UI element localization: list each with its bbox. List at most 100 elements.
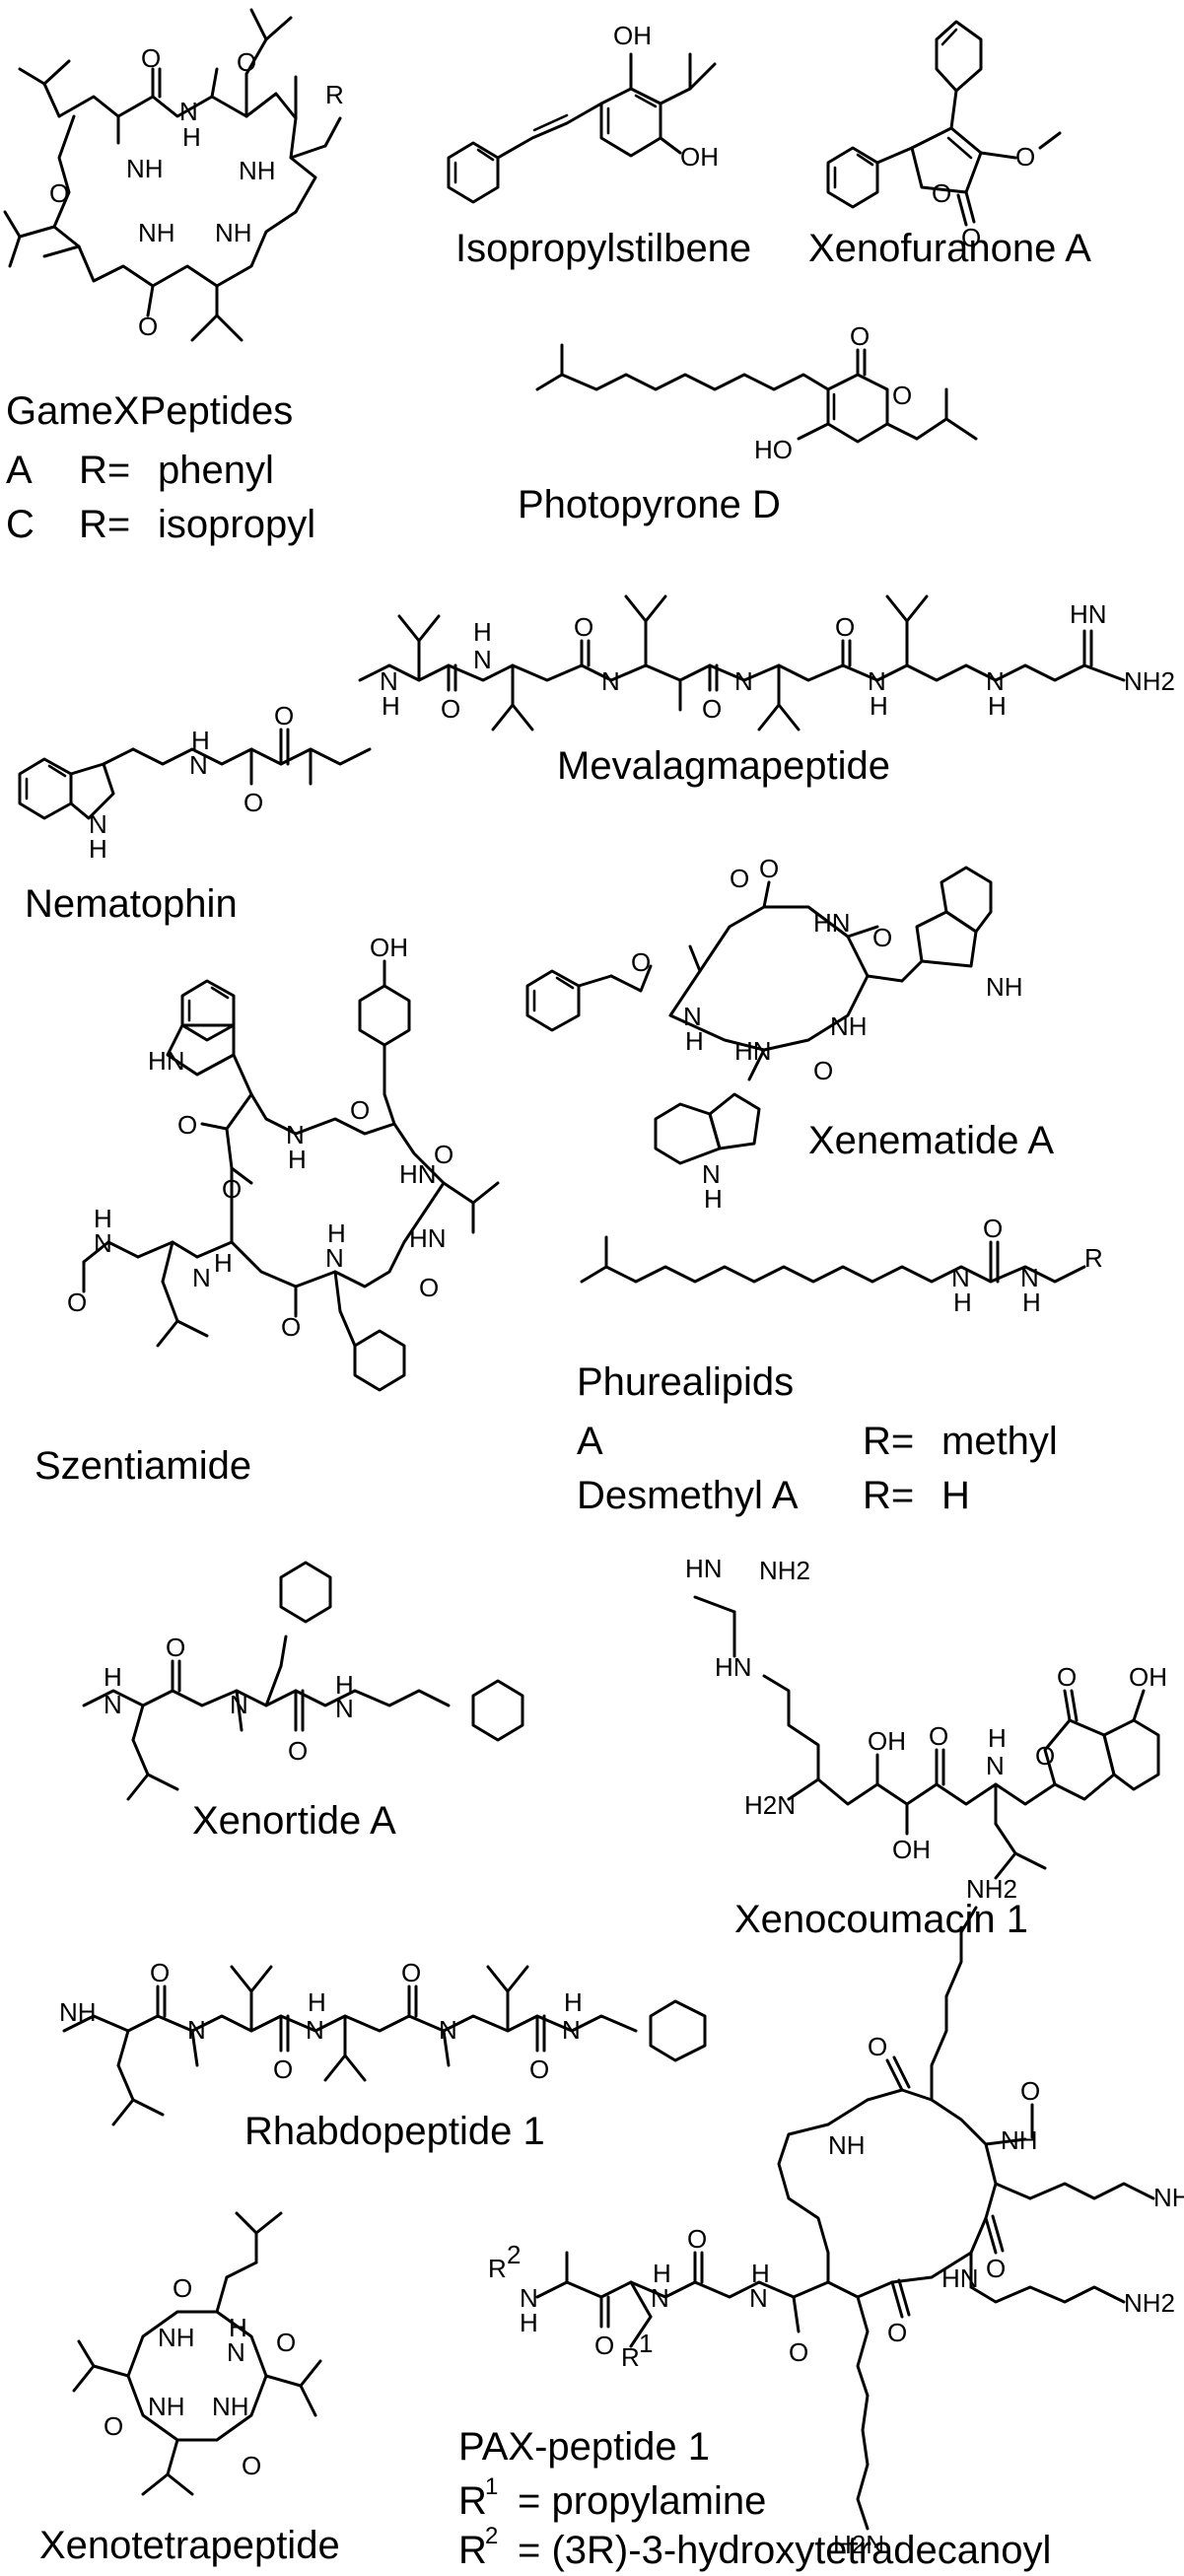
atom-o: O <box>872 923 892 952</box>
gamexpeptides-variant-letter: A <box>6 449 33 492</box>
phurealipids-variant-r: R= <box>863 1420 914 1463</box>
atom-nh: NH <box>148 2392 185 2421</box>
atom-o: O <box>1035 1741 1055 1771</box>
atom-o: O <box>631 947 651 977</box>
atom-o: O <box>850 321 870 351</box>
atom-h: H <box>229 2313 247 2342</box>
atom-h: H <box>214 1248 233 1278</box>
xenocoumacin-label: Xenocoumacin 1 <box>734 1898 1028 1941</box>
atom-nh: NH <box>1001 2125 1038 2155</box>
atom-h: H <box>564 1987 583 2017</box>
atom-n: N <box>683 1002 702 1031</box>
mevalagmapeptide-structure: N H O H N O N O N O N H N H HN NH2 <box>358 594 1175 731</box>
atom-h: H <box>382 691 400 721</box>
atom-o: O <box>789 2337 808 2367</box>
atom-n: N <box>520 2283 538 2313</box>
atom-o: O <box>529 2054 549 2084</box>
atom-nh2: NH2 <box>1124 666 1175 696</box>
atom-o: O <box>141 43 161 73</box>
atom-nh: NH <box>212 2392 249 2421</box>
atom-o: O <box>177 1110 197 1140</box>
isopropylstilbene-structure: OH OH <box>447 21 719 204</box>
gamexpeptides-structure: O O N H NH NH NH NH O O R <box>3 8 344 342</box>
gamexpeptides-variant-value: phenyl <box>158 449 274 492</box>
atom-n: N <box>439 2015 457 2045</box>
atom-o: O <box>67 1288 87 1317</box>
szentiamide-label: Szentiamide <box>35 1444 251 1488</box>
photopyrone-label: Photopyrone D <box>518 483 781 526</box>
atom-oh: OH <box>892 1835 931 1864</box>
atom-hn: HN <box>409 1223 447 1253</box>
atom-hn: HN <box>941 2263 979 2293</box>
atom-o: O <box>104 2411 123 2441</box>
atom-h2n: H2N <box>744 1790 796 1820</box>
atom-o: O <box>273 2054 293 2084</box>
atom-h: H <box>988 1723 1007 1753</box>
atom-o: O <box>401 1958 421 1987</box>
atom-o: O <box>138 312 158 341</box>
atom-o: O <box>244 788 263 817</box>
atom-o: O <box>702 694 722 724</box>
atom-o: O <box>892 381 912 410</box>
atom-h: H <box>473 617 492 647</box>
atom-nh: NH <box>126 154 164 183</box>
atom-h: H <box>182 122 201 152</box>
atom-nh2: NH2 <box>1153 2183 1184 2212</box>
atom-n: N <box>227 2337 245 2367</box>
atom-nh: NH <box>830 1011 868 1041</box>
isopropylstilbene-label: Isopropylstilbene <box>455 227 751 270</box>
atom-nh: NH <box>239 156 276 185</box>
atom-r1-sup: 1 <box>639 2329 653 2358</box>
atom-o: O <box>687 2224 707 2254</box>
atom-o: O <box>173 2273 192 2303</box>
atom-oh: OH <box>1129 1662 1167 1692</box>
atom-nh: NH <box>828 2130 866 2160</box>
atom-nh: NH <box>138 218 175 247</box>
phurealipids-variant-letter: A <box>577 1420 603 1463</box>
atom-r2-sup: 2 <box>507 2240 521 2269</box>
atom-nh: NH <box>158 2323 195 2352</box>
pax-peptide-structure: R 2 N H O N H O R 1 N H O NH O NH2 NH O … <box>488 1874 1184 2559</box>
mevalagmapeptide-label: Mevalagmapeptide <box>557 744 890 788</box>
atom-n: N <box>325 1243 344 1273</box>
atom-n: N <box>702 1159 721 1189</box>
atom-o: O <box>932 178 951 208</box>
gamexpeptides-variant-r: R= <box>79 449 130 492</box>
atom-o: O <box>1057 1662 1077 1692</box>
xenematide-structure: O O O N H HN O NH HN O NH N H <box>525 854 1023 1214</box>
atom-hn: HN <box>148 1046 185 1076</box>
atom-n: N <box>189 750 208 780</box>
atom-n: N <box>94 1228 112 1258</box>
atom-o: O <box>813 1056 833 1085</box>
atom-o: O <box>835 612 855 642</box>
xenortide-label: Xenortide A <box>192 1799 396 1843</box>
atom-n: N <box>104 1690 122 1719</box>
nematophin-structure: N H N H O O <box>18 701 372 864</box>
atom-h: H <box>1022 1288 1041 1317</box>
szentiamide-structure: OH HN O O N H O HN O HN O N H O N H H N … <box>67 933 500 1392</box>
atom-o: O <box>730 864 749 893</box>
atom-n: N <box>986 666 1005 696</box>
atom-n: N <box>1020 1263 1039 1292</box>
atom-n: N <box>89 809 107 839</box>
xenotetrapeptide-label: Xenotetrapeptide <box>39 2524 340 2567</box>
pax-r2-sup: 2 <box>485 2523 498 2549</box>
pax-r2-symbol: R <box>458 2529 487 2572</box>
atom-o: O <box>288 1736 308 1766</box>
atom-o: O <box>350 1095 370 1125</box>
atom-o: O <box>594 2331 614 2360</box>
atom-n: N <box>192 1263 211 1292</box>
rhabdopeptide-label: Rhabdopeptide 1 <box>244 2110 545 2153</box>
atom-o: O <box>150 1958 170 1987</box>
atom-nh2: NH2 <box>966 1874 1017 1904</box>
atom-o: O <box>49 178 69 208</box>
atom-n: N <box>306 2015 324 2045</box>
atom-hn: HN <box>715 1652 752 1682</box>
atom-oh: OH <box>613 21 652 50</box>
atom-n: N <box>651 2283 669 2313</box>
xenortide-structure: H N O N O H N <box>82 1561 524 1801</box>
xenofuranone-label: Xenofuranone A <box>808 227 1091 270</box>
atom-n: N <box>749 2283 768 2313</box>
atom-h: H <box>308 1987 326 2017</box>
